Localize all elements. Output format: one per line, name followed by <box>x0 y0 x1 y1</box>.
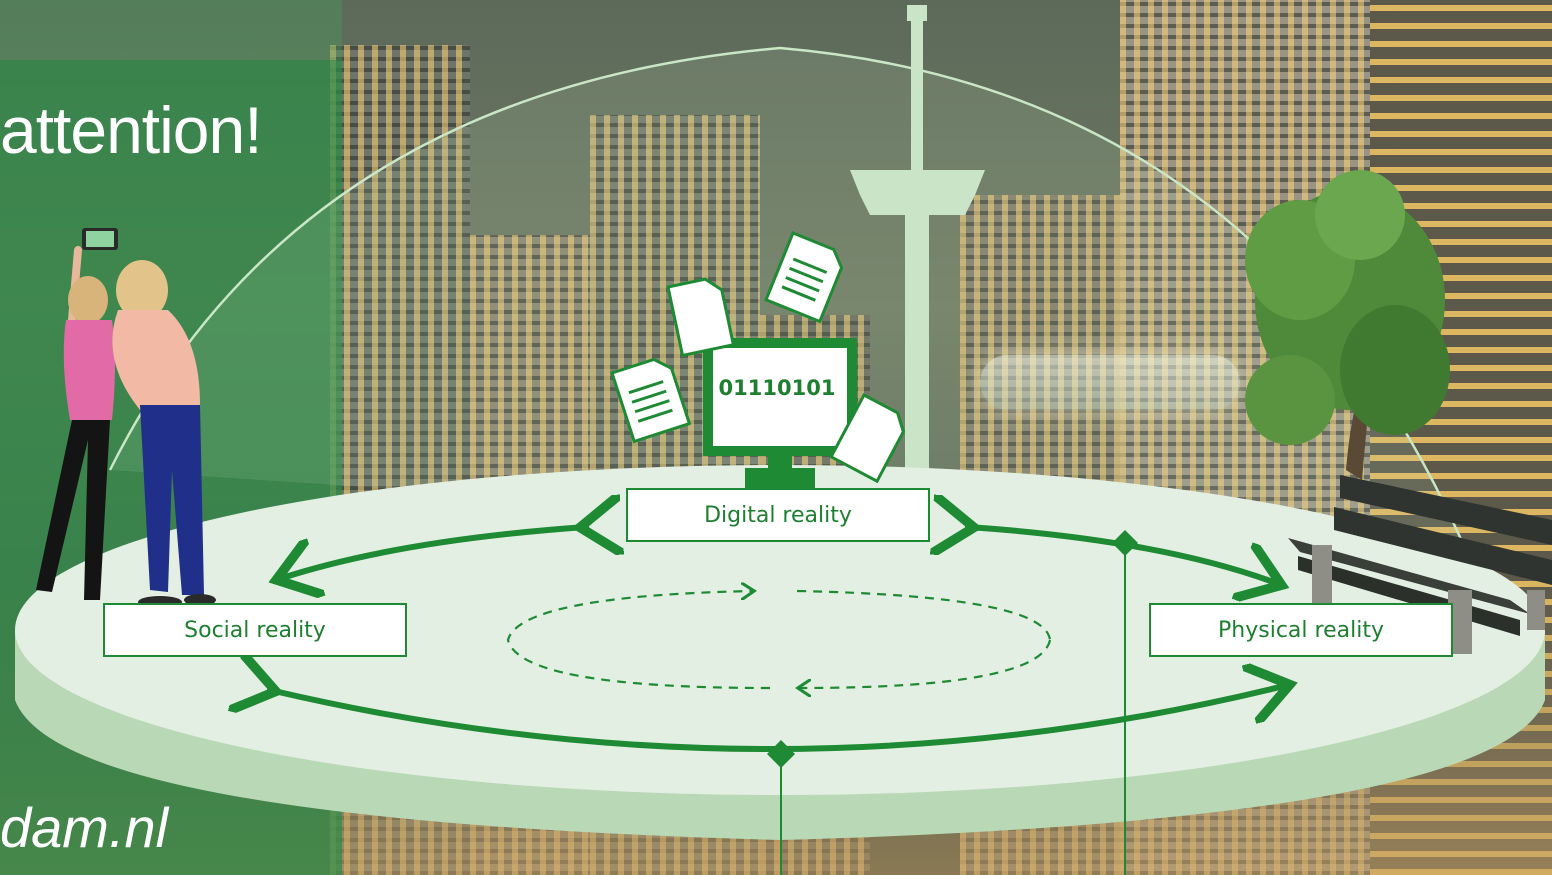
computer-monitor-icon <box>703 338 857 488</box>
physical-reality-label: Physical reality <box>1149 603 1453 657</box>
social-reality-label: Social reality <box>103 603 407 657</box>
dashed-cycle-top-left <box>506 591 771 690</box>
slide-title: attention! <box>0 93 263 167</box>
digital-reality-label: Digital reality <box>626 488 930 542</box>
footer-url: dam.nl <box>0 796 169 859</box>
document-icon <box>829 392 905 484</box>
dashed-cycle-bottom-right <box>800 639 1052 688</box>
document-icon <box>764 231 844 324</box>
arrow-digital-physical <box>968 527 1276 583</box>
tree-icon <box>1245 170 1450 480</box>
bench-icon <box>1288 475 1552 654</box>
pointer-diamond-center <box>767 740 795 768</box>
euromast-tower-icon <box>850 5 985 475</box>
people-figures-icon <box>36 228 216 608</box>
arrow-digital-social <box>282 527 586 578</box>
document-icon <box>666 277 736 358</box>
monitor-binary-text: 01110101 <box>718 376 836 400</box>
illuminated-building <box>980 355 1240 410</box>
pointer-diamond-right <box>1112 530 1138 556</box>
green-overlay-top <box>0 0 342 60</box>
document-icon <box>610 357 692 444</box>
